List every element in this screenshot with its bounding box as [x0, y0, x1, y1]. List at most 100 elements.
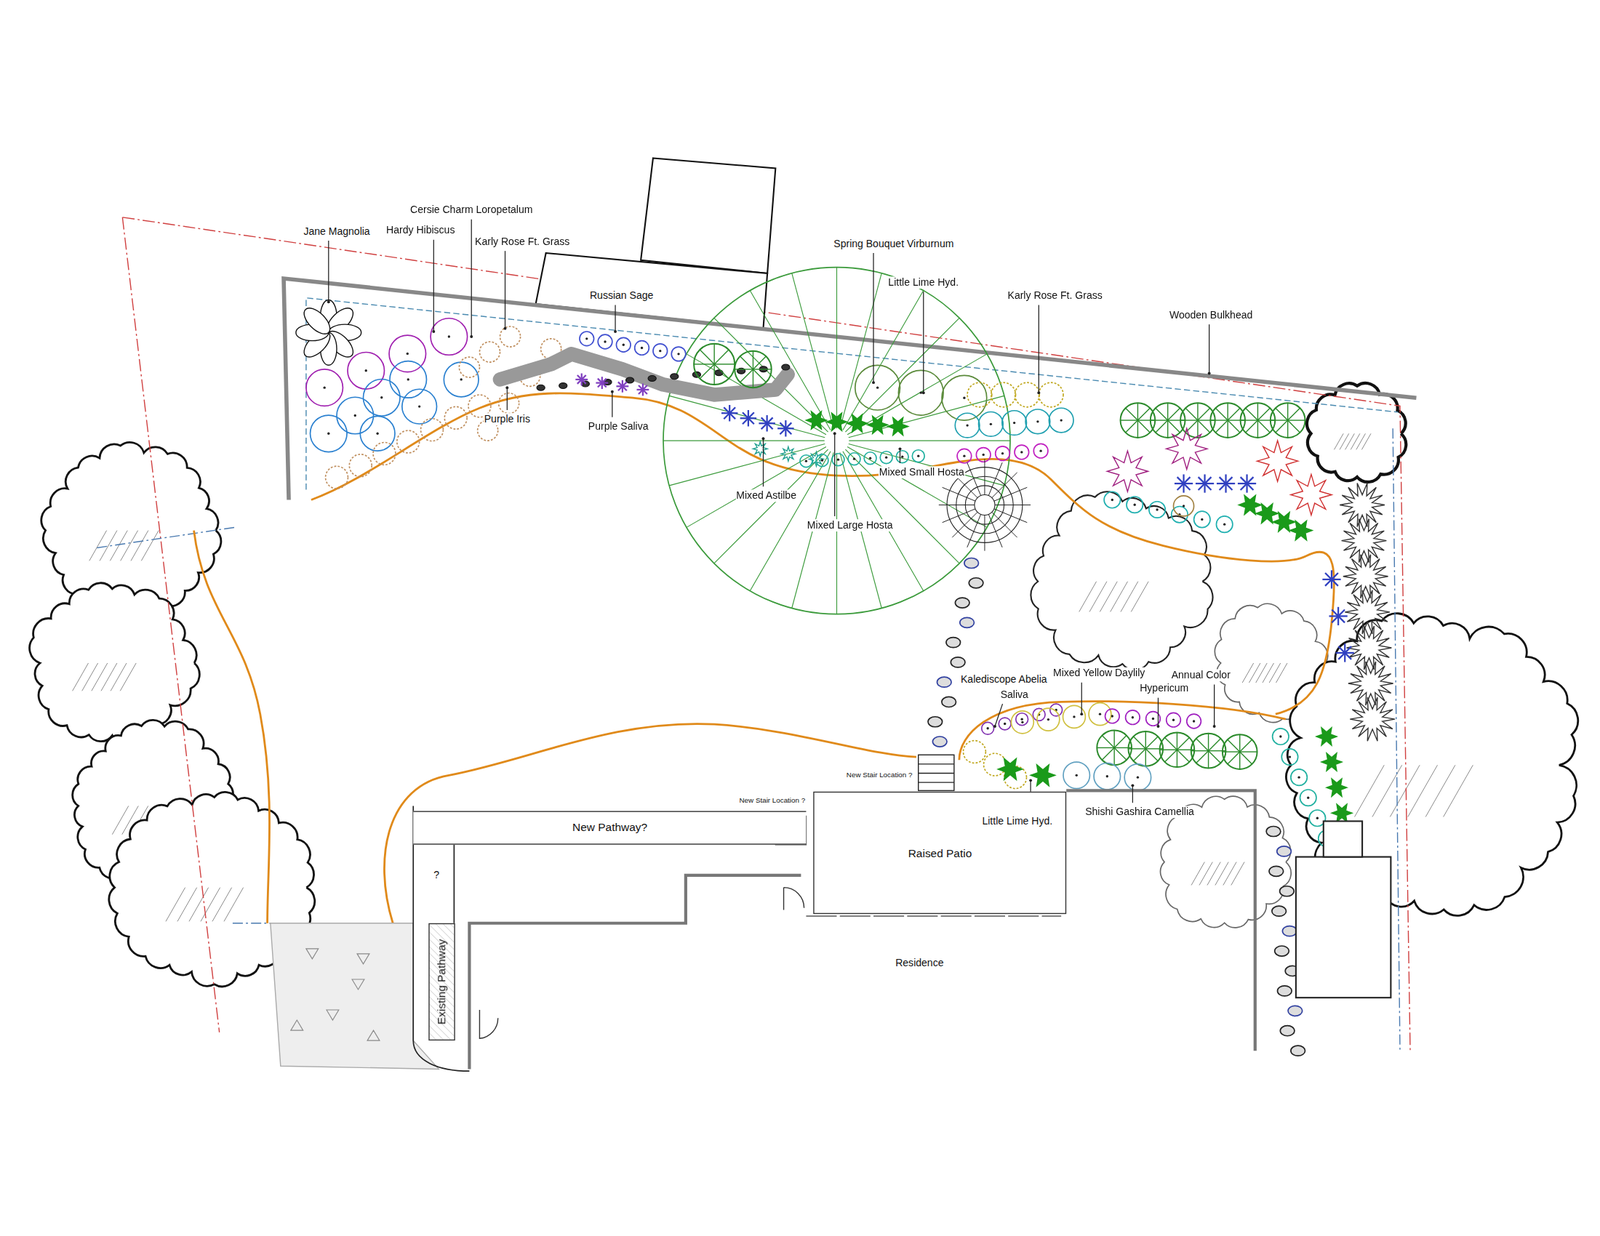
plant-symbol	[536, 384, 545, 391]
leader-dot	[613, 330, 617, 334]
stair-tread	[918, 764, 955, 783]
tree-hatch	[82, 663, 99, 691]
plant-symbol	[800, 455, 813, 468]
plant-symbol	[1111, 714, 1114, 718]
tree-hatch	[110, 663, 127, 691]
plant-symbol	[1101, 747, 1115, 760]
plant-label: Spring Bouquet Virburnum	[832, 237, 955, 251]
plant-symbol	[976, 448, 991, 463]
plant-symbol	[458, 357, 480, 378]
plant-symbol	[998, 717, 1011, 731]
tree-hatch	[165, 888, 186, 923]
plant-symbol	[1208, 751, 1209, 769]
tree-hatch	[1079, 581, 1097, 613]
plant-symbol	[1033, 443, 1048, 459]
plant-symbol	[407, 378, 410, 381]
plant-symbol	[1059, 418, 1062, 422]
plant-symbol	[1289, 520, 1312, 541]
dry-stream	[499, 354, 788, 395]
plant-symbol	[670, 373, 679, 380]
plant-label: Mixed Astilbe	[735, 489, 798, 502]
paver-joint	[992, 512, 1018, 538]
plant-label: Kalediscope Abelia	[960, 673, 1048, 686]
shed-step	[1323, 821, 1363, 857]
leader-dot	[505, 386, 509, 390]
stepping-stone	[954, 597, 970, 608]
plant-symbol	[325, 466, 349, 489]
leader-dot	[898, 447, 902, 451]
plant-symbol	[693, 344, 735, 385]
plant-symbol	[779, 422, 792, 435]
plant-symbol	[1036, 420, 1039, 423]
plant-symbol	[1093, 762, 1120, 790]
plant-symbol	[1125, 408, 1139, 421]
canopy-line	[714, 449, 829, 564]
plant-symbol	[380, 396, 383, 399]
paver-joint	[967, 514, 982, 547]
plant-symbol	[354, 414, 357, 417]
plant-symbol	[867, 416, 888, 434]
node-label: Raised Patio	[908, 846, 973, 860]
stepping-stone	[1277, 846, 1292, 857]
plant-symbol	[1272, 512, 1296, 532]
plant-symbol	[1239, 734, 1240, 752]
tree-hatch	[1262, 663, 1274, 683]
canopy-line	[749, 290, 831, 431]
leader-dot	[1208, 372, 1211, 376]
plant-symbol	[920, 391, 923, 394]
plant-symbol	[1325, 573, 1339, 587]
leader-line	[504, 250, 506, 329]
plant-symbol	[1047, 718, 1050, 721]
plant-symbol	[1096, 747, 1115, 749]
tree-hatch	[91, 663, 108, 691]
plant-symbol	[402, 389, 438, 424]
plant-symbol	[1050, 704, 1063, 717]
tree-hatch	[1130, 581, 1149, 613]
plant-symbol	[1020, 717, 1023, 720]
tree-hatch	[1354, 765, 1385, 817]
bed-edge	[959, 701, 1286, 761]
plant-symbol	[1166, 712, 1182, 728]
stair-note: New Stair Location ?	[845, 770, 913, 780]
plant-symbol	[1155, 508, 1158, 511]
plant-symbol	[781, 364, 790, 371]
plant-symbol	[1344, 590, 1390, 635]
plant-symbol	[1257, 408, 1270, 421]
plant-symbol	[1210, 419, 1228, 421]
plant-symbol	[699, 364, 715, 379]
canopy-line	[840, 273, 882, 430]
plant-symbol	[965, 424, 968, 427]
stepping-stone	[968, 578, 984, 589]
canopy-line	[845, 317, 960, 432]
plant-symbol	[634, 341, 650, 356]
plant-symbol	[855, 365, 901, 411]
plant-symbol	[986, 727, 989, 730]
plant-symbol	[957, 448, 972, 464]
plant-symbol	[365, 369, 368, 372]
tree-hatch	[112, 805, 128, 835]
plant-symbol	[1145, 731, 1147, 750]
plant-symbol	[1239, 752, 1240, 770]
plant-symbol	[603, 340, 606, 343]
plant-symbol	[1113, 747, 1115, 766]
plant-symbol	[1321, 753, 1342, 771]
plant-symbol	[1185, 408, 1198, 421]
plant-symbol	[1001, 452, 1004, 455]
plant-symbol	[1180, 419, 1198, 421]
leader-dot	[1080, 712, 1083, 716]
plant-symbol	[896, 450, 909, 464]
leader-line	[1213, 684, 1215, 727]
plant-symbol	[962, 454, 966, 457]
tree-hatch	[1242, 663, 1254, 683]
stepping-stone	[946, 637, 961, 648]
plant-symbol	[740, 369, 754, 383]
plant-symbol	[322, 386, 326, 389]
plant-symbol	[805, 411, 827, 430]
plant-symbol	[1133, 504, 1136, 507]
plant-symbol	[336, 397, 374, 435]
plant-symbol	[1105, 709, 1120, 724]
leader-line	[762, 438, 764, 487]
canopy-line	[663, 440, 825, 442]
leader-dot	[610, 390, 614, 394]
